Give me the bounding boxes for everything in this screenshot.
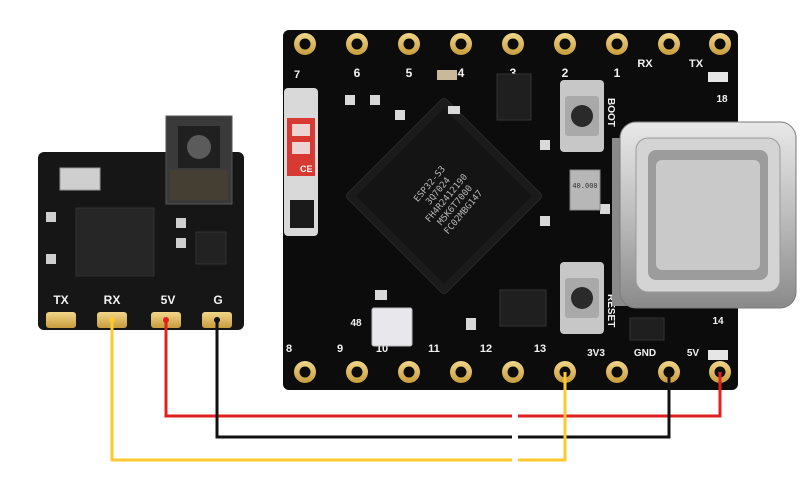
reset-label: RESET [605,294,616,327]
pin-label-3v3: 3V3 [587,348,605,359]
pin-label-48: 48 [350,318,362,329]
module-label-5v: 5V [161,293,176,307]
smd-components [345,70,728,360]
boot-label: BOOT [605,98,616,127]
rgb-led [371,307,413,347]
pin-label-gnd: GND [634,348,656,359]
red-connector: CE [284,88,318,236]
boot-button[interactable] [560,80,604,152]
wire-gnd [215,320,671,439]
wire-rx [110,320,567,462]
pin-label-rx: RX [637,58,653,70]
pin-label-14: 14 [712,316,724,327]
usb-c-port[interactable] [612,121,797,309]
module-label-rx: RX [104,293,121,307]
reset-button[interactable] [560,262,604,334]
esp32-s3-chip: ESP32-S3 3Q7024 FH4R2412190 M5K6T7000 FC… [345,97,543,295]
wires [110,320,722,466]
esp32-s3-board: 6 5 4 3 2 1 RX TX 7 18 8 9 10 11 12 13 3… [283,30,797,390]
pin-label-9: 9 [337,343,343,355]
wire-break [512,410,518,466]
pin-label-5v: 5V [687,348,700,359]
module-crystal [59,167,101,191]
pin-label-7: 7 [294,69,300,81]
pin-label-2: 2 [562,66,569,80]
crystal: 40.000 [569,169,601,211]
module-label-g: G [213,293,222,307]
pin-label-8: 8 [286,343,292,355]
pin-label-1: 1 [614,66,621,80]
pin-label-11: 11 [428,343,440,355]
pin-label-tx: TX [689,58,704,70]
module-label-tx: TX [53,293,68,307]
ce-mark: CE [300,164,313,174]
pin-label-4: 4 [458,66,465,80]
module-pad-tx [46,312,76,328]
pin-label-12: 12 [480,343,492,355]
wire-5v [164,320,722,418]
module-chip [75,207,155,277]
pin-label-18: 18 [716,94,728,105]
pin-label-5: 5 [406,66,413,80]
crystal-label: 40.000 [572,182,597,190]
receiver-module: TX RX 5V G [38,115,244,330]
pin-label-6: 6 [354,66,361,80]
bottom-pad-row [294,361,731,383]
pin-label-3: 3 [510,66,517,80]
pin-label-13: 13 [534,343,546,355]
top-pad-row [294,33,731,55]
